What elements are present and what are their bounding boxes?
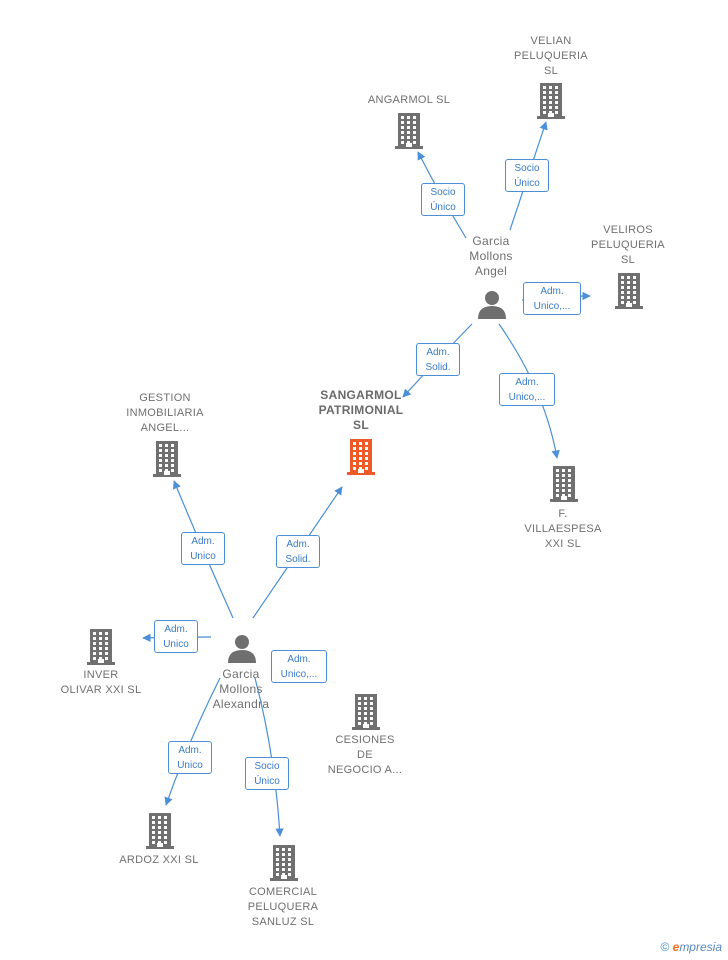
building-icon[interactable] <box>394 113 424 154</box>
building-icon[interactable] <box>536 83 566 124</box>
edge-label-e3[interactable]: Adm. Unico,... <box>523 282 581 315</box>
edge-label-e5[interactable]: Adm. Unico,... <box>499 373 555 406</box>
company-label-ardoz[interactable]: ARDOZ XXI SL <box>119 854 199 866</box>
building-icon[interactable] <box>152 441 182 482</box>
person-label-angel[interactable]: Garcia Mollons Angel <box>469 234 513 278</box>
brand-name: mpresia <box>679 940 722 954</box>
company-label-villaespesa[interactable]: F. VILLAESPESA XXI SL <box>524 508 602 550</box>
building-icon[interactable] <box>614 273 644 314</box>
edge-line-e11 <box>254 677 284 837</box>
person-icon[interactable] <box>477 289 507 324</box>
building-icon[interactable] <box>351 694 381 735</box>
edge-label-e7[interactable]: Adm. Solid. <box>276 535 320 568</box>
person-label-alexandra[interactable]: Garcia Mollons Alexandra <box>212 667 270 711</box>
company-label-comercial[interactable]: COMERCIAL PELUQUERA SANLUZ SL <box>247 886 319 928</box>
footer-brand[interactable]: © empresia <box>660 940 722 954</box>
company-label-veliros[interactable]: VELIROS PELUQUERIA SL <box>591 224 665 266</box>
company-label-sangarmol[interactable]: SANGARMOL PATRIMONIAL SL <box>318 388 404 432</box>
copyright-symbol: © <box>660 940 670 954</box>
building-icon[interactable] <box>269 845 299 886</box>
company-label-velian[interactable]: VELIAN PELUQUERIA SL <box>514 35 588 77</box>
edge-label-e11[interactable]: Socio Único <box>245 757 289 790</box>
company-label-cesiones[interactable]: CESIONES DE NEGOCIO A... <box>327 734 403 776</box>
edge-label-e6[interactable]: Adm. Unico <box>181 532 225 565</box>
company-label-inver[interactable]: INVER OLIVAR XXI SL <box>60 669 142 696</box>
building-icon[interactable] <box>86 629 116 670</box>
edge-label-e9[interactable]: Adm. Unico,... <box>271 650 327 683</box>
building-icon[interactable] <box>145 813 175 854</box>
building-icon[interactable] <box>549 466 579 507</box>
person-icon[interactable] <box>227 633 257 668</box>
company-label-angarmol[interactable]: ANGARMOL SL <box>367 94 451 106</box>
edge-label-e10[interactable]: Adm. Unico <box>168 741 212 774</box>
edge-label-e4[interactable]: Adm. Solid. <box>416 343 460 376</box>
building-icon[interactable] <box>346 439 376 480</box>
edge-label-e2[interactable]: Socio Único <box>505 159 549 192</box>
brand-initial: e <box>672 940 680 954</box>
edge-label-e1[interactable]: Socio Único <box>421 183 465 216</box>
edge-label-e8[interactable]: Adm. Unico <box>154 620 198 653</box>
company-label-gestion[interactable]: GESTION INMOBILIARIA ANGEL... <box>126 392 204 434</box>
